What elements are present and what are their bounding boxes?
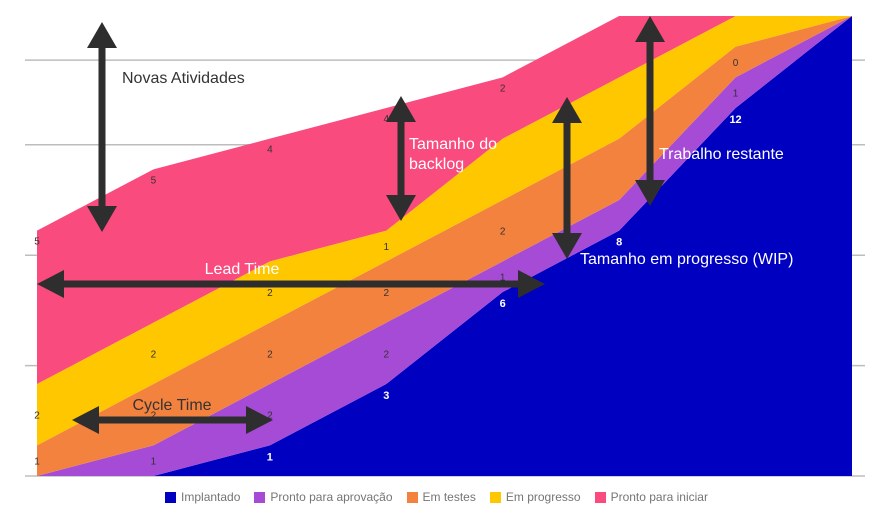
legend-item: Em progresso bbox=[489, 490, 581, 504]
data-label: 2 bbox=[500, 83, 506, 94]
arrow-head bbox=[552, 233, 582, 259]
legend-item: Pronto para aprovação bbox=[254, 490, 393, 504]
area-em-progresso bbox=[37, 16, 852, 446]
annotation-label: Novas Atividades bbox=[122, 70, 245, 87]
legend: Implantado Pronto para aprovação Em testes… bbox=[0, 490, 873, 504]
legend-label: Em testes bbox=[422, 490, 476, 504]
annotation-label: Tamanho em progresso (WIP) bbox=[580, 251, 793, 268]
data-label: 1 bbox=[500, 273, 506, 284]
arrow-head bbox=[72, 406, 99, 434]
data-label: 0 bbox=[733, 58, 739, 69]
data-label: 8 bbox=[616, 237, 622, 249]
arrow-head bbox=[386, 195, 416, 221]
arrow-head bbox=[37, 270, 64, 298]
legend-swatch bbox=[165, 491, 177, 503]
area-pronto-para-iniciar bbox=[37, 16, 852, 384]
data-label: 4 bbox=[384, 114, 390, 125]
data-label: 2 bbox=[151, 411, 157, 422]
data-label: 1 bbox=[384, 242, 390, 253]
legend-item: Pronto para iniciar bbox=[594, 490, 708, 504]
legend-swatch bbox=[594, 491, 606, 503]
area-pronto-para-aprovação bbox=[37, 16, 852, 476]
data-label: 5 bbox=[151, 175, 157, 186]
annotation-label: Lead Time bbox=[205, 261, 280, 278]
data-label: 1 bbox=[151, 457, 157, 468]
legend-label: Pronto para iniciar bbox=[610, 490, 708, 504]
data-label: 1 bbox=[733, 89, 739, 100]
legend-item: Em testes bbox=[406, 490, 476, 504]
data-label: 1 bbox=[34, 457, 40, 468]
annotation-arrows bbox=[37, 16, 665, 434]
data-label: 2 bbox=[500, 227, 506, 238]
arrow-head bbox=[87, 206, 117, 232]
arrow-head bbox=[635, 16, 665, 42]
legend-item: Implantado bbox=[165, 490, 240, 504]
data-label: 2 bbox=[267, 411, 273, 422]
arrow-head bbox=[246, 406, 273, 434]
legend-swatch bbox=[489, 491, 501, 503]
arrow-head bbox=[552, 97, 582, 123]
annotation-label: Cycle Time bbox=[132, 397, 211, 414]
legend-swatch bbox=[254, 491, 266, 503]
data-label: 2 bbox=[384, 288, 390, 299]
data-label: 6 bbox=[500, 298, 506, 310]
arrow-head bbox=[386, 96, 416, 122]
legend-label: Pronto para aprovação bbox=[270, 490, 393, 504]
data-label: 1 bbox=[267, 451, 273, 463]
legend-label: Em progresso bbox=[505, 490, 581, 504]
data-label: 2 bbox=[384, 349, 390, 360]
data-label: 4 bbox=[267, 145, 273, 156]
legend-label: Implantado bbox=[181, 490, 241, 504]
legend-swatch bbox=[406, 491, 418, 503]
arrow-head bbox=[87, 22, 117, 48]
data-label: 2 bbox=[267, 349, 273, 360]
data-label: 2 bbox=[267, 288, 273, 299]
data-label: 2 bbox=[34, 411, 40, 422]
arrow-head bbox=[518, 270, 545, 298]
data-label: 5 bbox=[34, 237, 40, 248]
area-implantado bbox=[37, 16, 852, 476]
data-label: 3 bbox=[383, 390, 389, 402]
data-label: 2 bbox=[151, 349, 157, 360]
data-label: 12 bbox=[729, 114, 741, 126]
annotation-label: Trabalho restante bbox=[659, 146, 784, 163]
arrow-head bbox=[635, 180, 665, 206]
